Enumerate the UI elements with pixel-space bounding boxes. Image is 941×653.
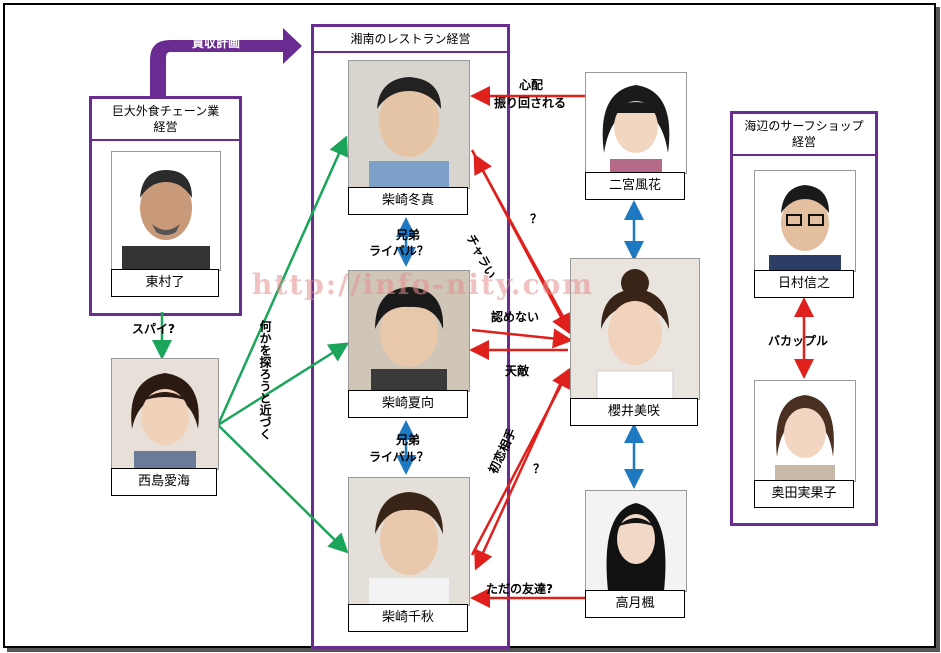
natsuki-name: 柴崎夏向: [348, 390, 468, 418]
ninomiya-name: 二宮風花: [585, 172, 685, 200]
brothers-label-2: 兄弟: [396, 433, 421, 447]
rival-label-2: ライバル？: [369, 450, 429, 464]
takatsuki-photo: [585, 490, 687, 592]
nishijima-name: 西島愛海: [111, 468, 217, 496]
sakurai-name: 櫻井美咲: [570, 398, 698, 426]
okuda-photo: [754, 380, 856, 482]
surf-group-title: 海辺のサーフショップ 経営: [733, 114, 875, 156]
surf-group: 海辺のサーフショップ 経営: [730, 111, 878, 526]
chain-group-title: 巨大外食チェーン業 経営: [92, 99, 239, 141]
approach-label: 何かを探ろうと近づく: [258, 320, 272, 440]
takatsuki-name: 高月楓: [585, 590, 685, 618]
higashimura-name: 東村了: [111, 269, 219, 297]
question-label-1: ？: [530, 212, 543, 226]
just-friend-label: ただの友達?: [486, 582, 553, 596]
sakurai-photo: [570, 258, 700, 400]
natsuki-photo: [348, 270, 470, 392]
worry-label-2: 振り回される: [494, 96, 567, 110]
toma-name: 柴崎冬真: [348, 187, 468, 215]
higashimura-photo: [111, 151, 221, 271]
himura-name: 日村信之: [754, 270, 854, 298]
ninomiya-photo: [585, 72, 687, 174]
enemy-label: 天敵: [505, 364, 530, 378]
chiaki-name: 柴崎千秋: [348, 604, 468, 632]
acquisition-label: 買収計画: [192, 36, 241, 50]
baka-couple-label: バカップル: [768, 334, 829, 348]
spy-label: スパイ?: [132, 322, 175, 336]
question-label-2: ？: [533, 462, 546, 476]
watermark: http://info-nity.com: [252, 268, 595, 301]
toma-photo: [348, 60, 470, 189]
chiaki-photo: [348, 477, 470, 606]
himura-photo: [754, 170, 856, 272]
rival-label-1: ライバル？: [369, 244, 429, 258]
brothers-label-1: 兄弟: [396, 228, 421, 242]
not-accept-label: 認めない: [491, 310, 540, 324]
nishijima-photo: [111, 358, 219, 470]
restaurant-group-title: 湘南のレストラン経営: [314, 27, 507, 53]
okuda-name: 奥田実果子: [754, 480, 854, 508]
worry-label: 心配: [519, 78, 544, 92]
